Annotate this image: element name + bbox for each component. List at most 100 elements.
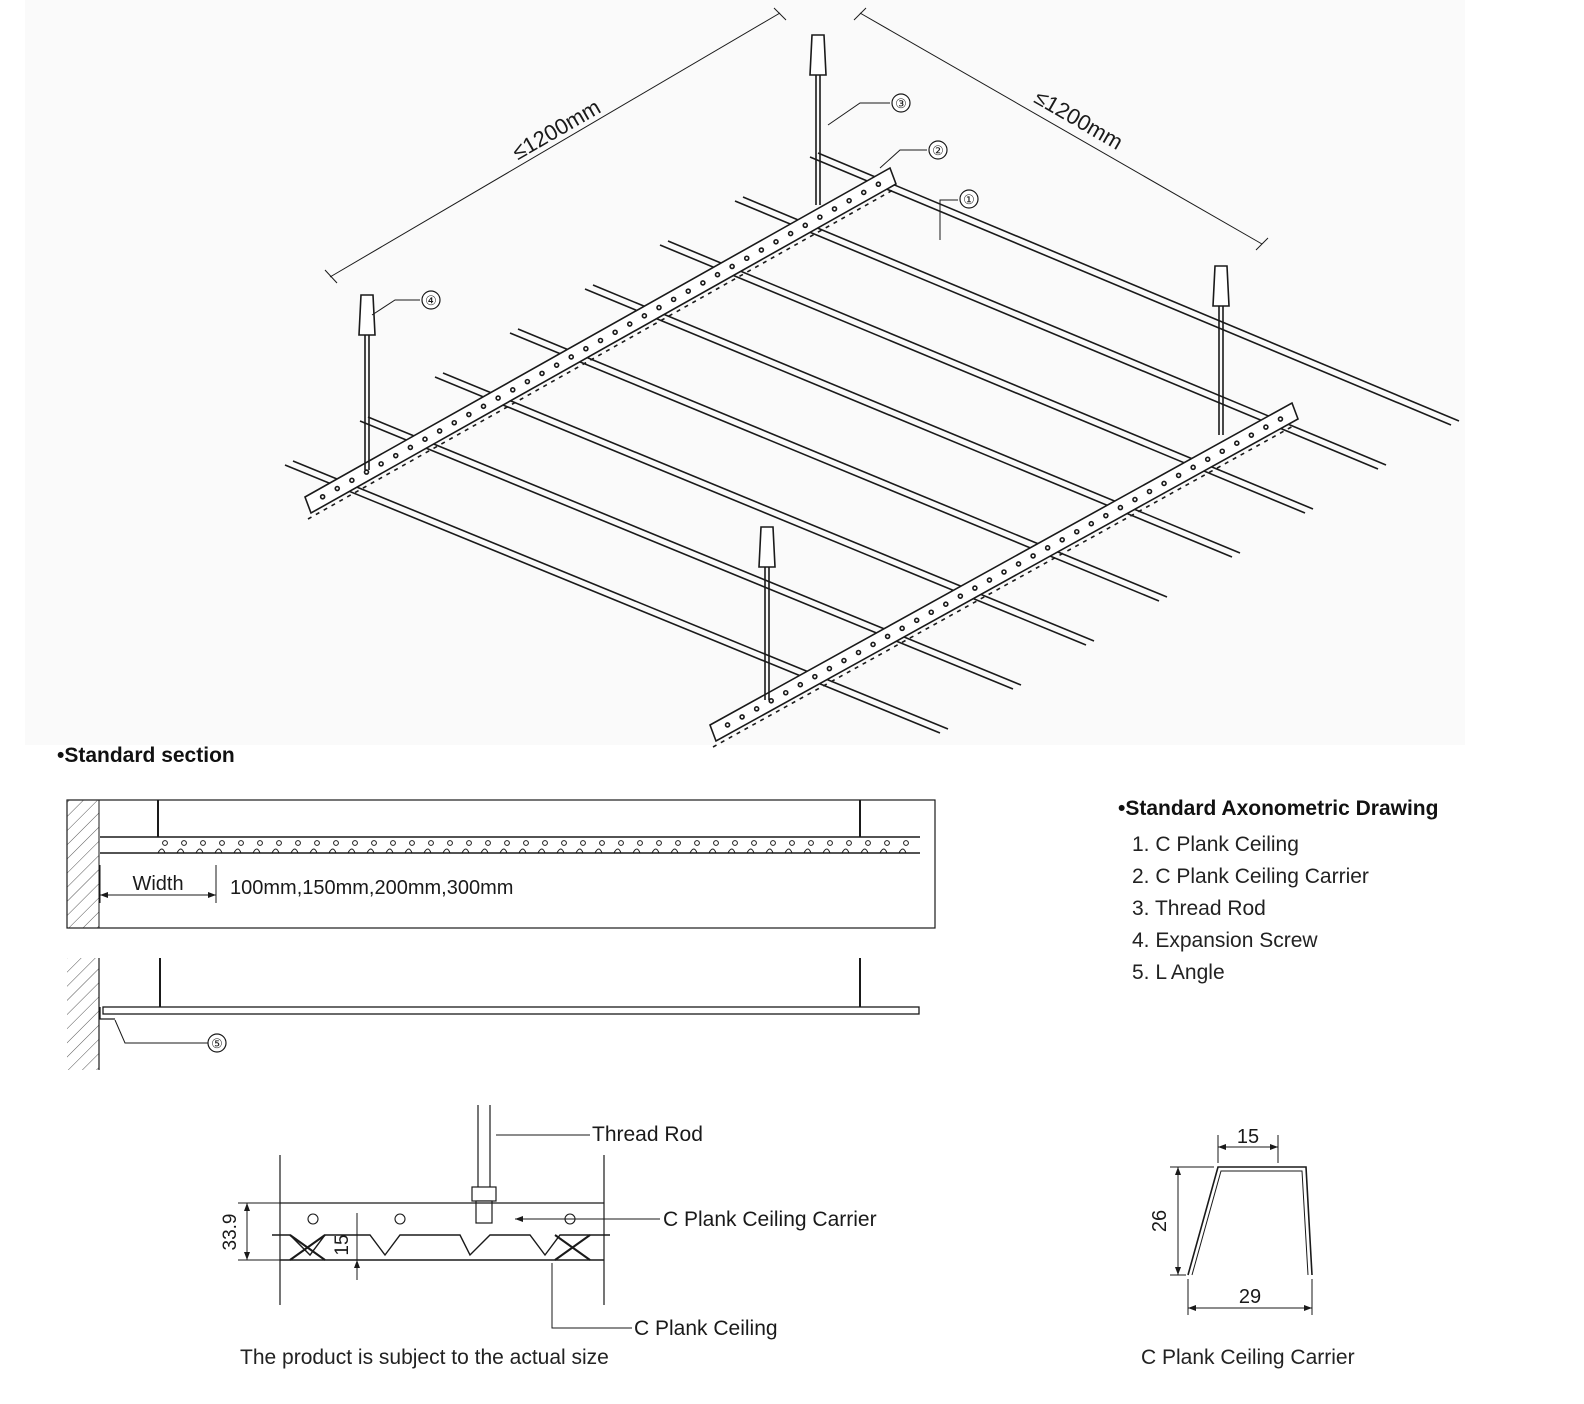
carrier-hole [1030, 553, 1036, 559]
callout-3: ③ [895, 96, 907, 111]
carrier-hole [542, 840, 548, 846]
carrier-tooth [632, 848, 641, 854]
dimension-lines [324, 7, 1269, 284]
carrier-tooth [442, 848, 451, 854]
carrier-tooth [195, 848, 204, 854]
carrier-tooth [784, 848, 793, 854]
carrier-hole [276, 840, 282, 846]
carrier-hole [641, 313, 648, 319]
axonometric-drawing: ≤1200mm ≤1200mm ① ② ③ ④ [25, 0, 1465, 748]
carrier-hole [656, 304, 662, 311]
carrier-tooth [385, 848, 394, 854]
thread-rods [358, 34, 1230, 700]
carrier-hole [392, 452, 399, 459]
carrier-hole [685, 288, 692, 294]
carrier-tooth [328, 848, 337, 854]
carrier-hole [1001, 569, 1007, 575]
profile-caption: C Plank Ceiling Carrier [1141, 1346, 1355, 1369]
carrier-detail-drawing: 33.9 15 Thread Rod C Plank Ceiling Carri… [220, 1105, 877, 1340]
carrier-hole [846, 197, 852, 204]
carrier-hole [295, 840, 301, 846]
carrier-hole [352, 840, 358, 846]
carrier-hole [860, 189, 867, 196]
carrier-tooth [765, 848, 774, 854]
carrier-hole [1204, 456, 1211, 463]
carrier-hole [870, 641, 876, 648]
carrier-hole [884, 633, 891, 640]
plank-strip-edge [367, 416, 1022, 686]
carrier-hole [700, 280, 706, 286]
carrier-hole [495, 395, 501, 401]
carrier-hole [787, 230, 794, 237]
carrier-hole [509, 387, 516, 393]
carrier-hole [1146, 488, 1153, 495]
carrier-tooth [841, 848, 850, 854]
carrier-hole [200, 840, 206, 846]
carrier-hole [826, 665, 833, 672]
carrier-tooth [499, 848, 508, 854]
carrier-hole [524, 378, 531, 385]
carrier-hole [758, 247, 765, 253]
legend-heading: •Standard Axonometric Drawing [1118, 797, 1439, 820]
carrier-hole [1234, 440, 1240, 447]
carrier-tooth [366, 848, 375, 854]
carrier-hole [928, 609, 935, 616]
carrier-hole [349, 477, 355, 484]
callout-leaders [371, 102, 958, 316]
carrier-tooth [233, 848, 242, 854]
thread-rod-label: Thread Rod [592, 1123, 703, 1146]
carrier-hole [219, 840, 225, 846]
dim-15-label: 15 [332, 1234, 353, 1255]
carrier-hole [812, 673, 818, 680]
carrier-hole [539, 370, 545, 377]
carrier-label: C Plank Ceiling Carrier [663, 1208, 877, 1231]
carrier-tooth [860, 848, 869, 854]
carrier-hole [314, 840, 320, 846]
carrier-hole [739, 714, 745, 720]
carrier-hole [743, 255, 750, 262]
carrier-hole [831, 206, 838, 212]
carrier-tooth [708, 848, 717, 854]
carrier-hole [753, 706, 760, 712]
carrier-hole [1103, 512, 1109, 519]
callout-5-circle [207, 1033, 227, 1053]
carrier-hole [855, 649, 862, 656]
carrier-hole [523, 840, 529, 846]
carrier-hole [782, 689, 789, 696]
carrier-hole [808, 840, 814, 846]
carrier-hole [797, 681, 804, 688]
carrier-hole [1059, 536, 1065, 543]
legend-item-3: 3. Thread Rod [1132, 897, 1266, 920]
carrier-hole [466, 840, 472, 846]
carrier-rail [709, 401, 1299, 748]
carrier-hole [768, 697, 775, 704]
carrier-hole [1088, 520, 1095, 527]
carrier-hole [1277, 416, 1284, 422]
dim-height-label: 33.9 [220, 1214, 241, 1251]
carrier-hole [675, 840, 681, 846]
carrier-tooth [271, 848, 280, 854]
carrier-hole [1073, 528, 1080, 535]
carrier-hole [378, 461, 384, 467]
thread-rod [1212, 265, 1230, 435]
carrier-hole [428, 840, 434, 846]
carrier-hole [802, 222, 809, 229]
carrier-hole [670, 296, 677, 303]
expansion-screw [358, 294, 376, 336]
legend-item-2: 2. C Plank Ceiling Carrier [1132, 865, 1369, 888]
carrier-hole [1117, 504, 1124, 511]
carrier-hole [694, 840, 700, 846]
callout-1-circle [959, 189, 979, 209]
carrier-hole [1219, 448, 1226, 455]
carrier-tooth [461, 848, 470, 854]
carrier-hole [568, 354, 575, 360]
drawing-background [25, 0, 1465, 745]
plank-strip-edge [442, 372, 1095, 642]
carrier-hole [597, 337, 604, 344]
carrier-hole [238, 840, 244, 846]
carrier-hole [865, 840, 871, 846]
plank-label: C Plank Ceiling [634, 1317, 778, 1340]
carrier-hole [333, 840, 339, 846]
thread-rod [758, 526, 776, 700]
carrier-hole [334, 485, 341, 492]
